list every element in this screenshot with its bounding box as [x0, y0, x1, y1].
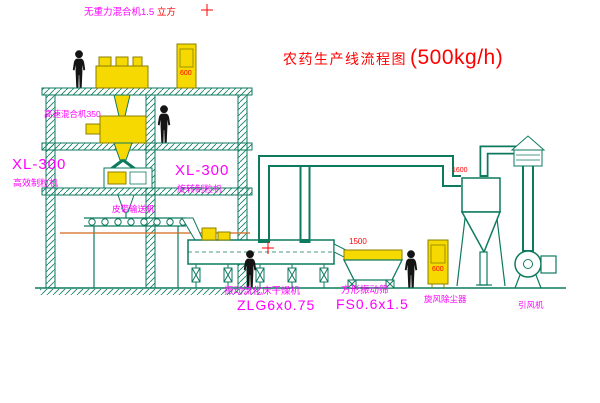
diagram-title: 农药生产线流程图 (500kg/h) [283, 46, 503, 70]
fluid-bed-dryer-drawing [187, 227, 335, 288]
title-text: 农药生产线流程图 [283, 51, 407, 67]
label-granulator-mid-model: XL-300 [175, 162, 230, 179]
label-gravity-mixer: 无重力混合机1.5 立方 [84, 8, 176, 18]
control-cabinet-top-drawing [176, 43, 197, 89]
gravity-mixer-drawing [95, 56, 149, 117]
belt-conveyor-drawing [84, 217, 187, 288]
worker-figure [157, 105, 171, 143]
control-cabinet-right-drawing [427, 239, 449, 288]
title-capacity: (500kg/h) [410, 46, 504, 69]
label-screen-model: FS0.6x1.5 [336, 296, 409, 312]
exhaust-stack-drawing [479, 135, 546, 252]
cursor-cross-marks [201, 4, 274, 254]
granulator-drawing [103, 167, 153, 218]
label-gravity-mixer-unit: 立方 [156, 7, 176, 18]
vibrating-screen-drawing [333, 243, 404, 289]
label-granulator-mid-name: 旋转制粒机 [177, 184, 223, 194]
building-structure [41, 87, 253, 289]
label-belt-conveyor: 皮带输送机 [112, 204, 155, 214]
label-dryer-name: 振动流化床干燥机 [224, 286, 301, 297]
label-dryer-model: ZLG6x0.75 [237, 297, 316, 313]
main-exhaust-duct [258, 155, 461, 243]
label-granulator-left-model: XL-300 [12, 156, 67, 173]
cyclone-separator-drawing [456, 177, 506, 287]
worker-figure [404, 250, 418, 288]
label-high-speed-mixer: 高速混合机350 [44, 109, 101, 119]
label-fan: 引风机 [518, 300, 544, 310]
ground-line [35, 287, 566, 295]
dryer-feed-chute [181, 217, 204, 241]
induced-draft-fan-drawing [514, 250, 557, 289]
dim-cabinet-right-600: 600 [432, 266, 444, 273]
label-gravity-mixer-name: 无重力混合机1.5 [84, 7, 155, 18]
dim-cyclone-1600: 1600 [452, 167, 468, 174]
label-granulator-left-name: 高效制粒机 [13, 178, 59, 188]
dim-cabinet-top-600: 600 [180, 70, 192, 77]
label-cyclone: 旋风除尘器 [424, 294, 467, 304]
label-screen-name: 方形振动筛 [341, 285, 389, 296]
worker-figure [72, 50, 86, 88]
high-speed-mixer-drawing [85, 115, 147, 171]
dim-screen-1500: 1500 [349, 237, 367, 246]
